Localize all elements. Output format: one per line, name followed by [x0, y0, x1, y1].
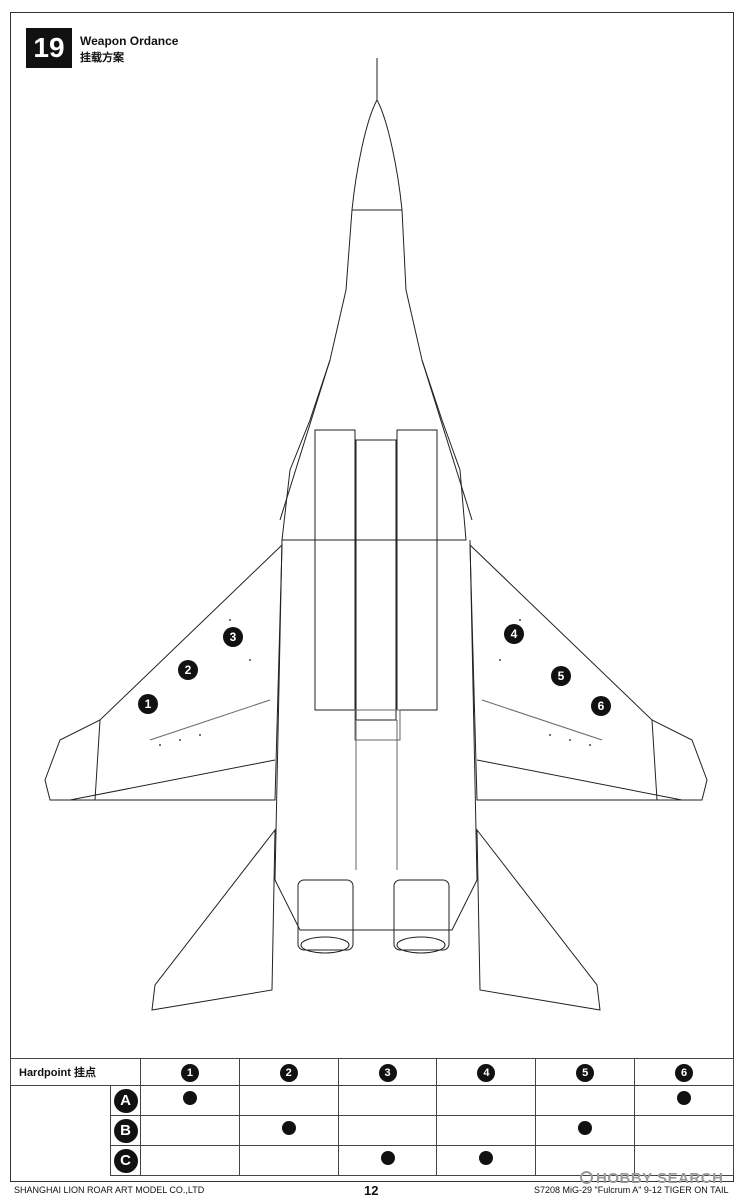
step-subtitle: 挂载方案: [80, 52, 124, 64]
page-number: 12: [364, 1183, 379, 1198]
cell-b-5: [535, 1115, 636, 1146]
page-frame: [10, 12, 734, 1182]
cell-a-4: [436, 1085, 537, 1116]
cell-c-4: [436, 1145, 537, 1176]
left-stabilizer: [151, 828, 276, 1011]
cell-a-6: [634, 1085, 734, 1116]
cell-b-6: [634, 1115, 734, 1146]
left-engine-nozzle: [297, 879, 354, 951]
column-header-2: 2: [238, 1058, 339, 1086]
right-intake: [396, 429, 438, 711]
left-wing: [44, 543, 283, 801]
svg-text:4: 4: [511, 627, 518, 641]
svg-text:1: 1: [145, 697, 152, 711]
cell-b-1: [140, 1115, 240, 1146]
cell-b-3: [337, 1115, 438, 1146]
svg-text:6: 6: [598, 699, 605, 713]
column-header-6: 6: [634, 1058, 734, 1086]
watermark-logo-icon: [580, 1171, 593, 1184]
hardpoint-marker-6: 6: [591, 696, 611, 716]
right-stabilizer: [476, 828, 601, 1011]
footer-product: S7208 MiG-29 "Fulcrum A" 9-12 TIGER ON T…: [534, 1185, 729, 1195]
table-row-b: B: [10, 1115, 734, 1146]
load-mark: [182, 1091, 197, 1105]
svg-text:3: 3: [230, 630, 237, 644]
forward-fuselage: [281, 209, 467, 541]
column-header-3: 3: [337, 1058, 438, 1086]
cell-a-3: [337, 1085, 438, 1116]
load-mark: [281, 1121, 296, 1135]
right-wing: [469, 543, 708, 801]
watermark-text: HOBBY SEARCH: [596, 1170, 724, 1187]
column-header-1: 1: [140, 1058, 240, 1086]
aircraft-underside-drawing: 1 2 3 4 5 6: [44, 58, 708, 1011]
cell-c-3: [337, 1145, 438, 1176]
footer-company: SHANGHAI LION ROAR ART MODEL CO.,LTD: [14, 1185, 205, 1195]
center-bay: [355, 439, 397, 721]
row-label-a: A: [110, 1085, 141, 1116]
hardpoint-header-label: Hardpoint 挂点: [10, 1058, 141, 1086]
hardpoint-table: Hardpoint 挂点 1 2 3 4 5 6 A B C: [10, 1058, 734, 1176]
cell-b-2: [238, 1115, 339, 1146]
column-header-4: 4: [436, 1058, 537, 1086]
table-header-row: Hardpoint 挂点 1 2 3 4 5 6: [10, 1058, 734, 1086]
cell-a-2: [238, 1085, 339, 1116]
svg-text:5: 5: [558, 669, 565, 683]
cell-b-4: [436, 1115, 537, 1146]
step-number-badge: 19: [26, 28, 72, 68]
step-title: Weapon Ordance: [80, 34, 179, 48]
load-mark: [479, 1151, 494, 1165]
cell-a-5: [535, 1085, 636, 1116]
rear-fuselage: [274, 539, 478, 931]
hardpoint-marker-4: 4: [504, 624, 524, 644]
load-mark: [677, 1091, 692, 1105]
right-engine-nozzle: [393, 879, 450, 951]
left-intake: [314, 429, 356, 711]
hardpoint-marker-2: 2: [178, 660, 198, 680]
svg-text:2: 2: [185, 663, 192, 677]
hardpoint-marker-1: 1: [138, 694, 158, 714]
hardpoint-marker-5: 5: [551, 666, 571, 686]
cell-c-2: [238, 1145, 339, 1176]
row-label-c: C: [110, 1145, 141, 1176]
row-label-b: B: [110, 1115, 141, 1146]
cell-c-1: [140, 1145, 240, 1176]
column-header-5: 5: [535, 1058, 636, 1086]
load-mark: [380, 1151, 395, 1165]
table-row-a: A: [10, 1085, 734, 1116]
hardpoint-marker-3: 3: [223, 627, 243, 647]
cell-c-6: [634, 1145, 734, 1176]
nose-cone: [351, 98, 403, 211]
cell-a-1: [140, 1085, 240, 1116]
load-mark: [578, 1121, 593, 1135]
